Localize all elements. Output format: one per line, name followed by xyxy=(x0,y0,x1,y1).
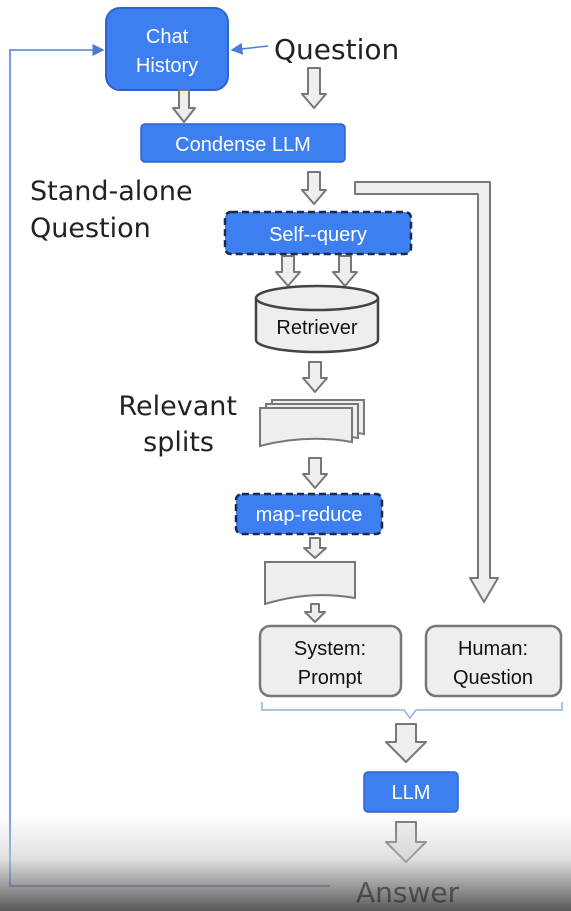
llm-node: LLM xyxy=(363,771,459,813)
standalone-question-line1: Stand-alone xyxy=(30,176,193,207)
condense-llm-label: Condense LLM xyxy=(175,134,311,156)
question-to-history-line xyxy=(230,42,269,55)
relevant-splits-line2: splits xyxy=(143,427,214,458)
retriever-cylinder-top xyxy=(254,284,380,312)
document-icon xyxy=(264,561,356,606)
arrow-history-to-condense xyxy=(172,89,196,123)
arrow-condense-to-selfquery xyxy=(301,171,327,205)
bypass-arrow-standalone-to-human xyxy=(354,181,499,603)
retriever-label: Retriever xyxy=(276,317,357,339)
retriever-cylinder-body xyxy=(254,298,380,354)
arrow-selfquery-to-retriever-left xyxy=(275,255,301,287)
arrow-retriever-to-splits xyxy=(302,361,328,393)
standalone-question-line2: Question xyxy=(30,213,151,244)
arrow-mapreduce-to-doc xyxy=(303,537,327,559)
human-question-node: Human: Question xyxy=(424,624,563,698)
arrow-question-to-condense xyxy=(301,67,327,109)
chat-history-line1: Chat xyxy=(146,26,189,48)
arrow-selfquery-to-retriever-right xyxy=(332,255,358,287)
system-prompt-node: System: Prompt xyxy=(258,624,403,698)
system-prompt-line1: System: xyxy=(294,638,366,660)
condense-llm-node: Condense LLM xyxy=(140,123,346,163)
answer-label: Answer xyxy=(356,876,460,909)
arrow-doc-to-system xyxy=(304,603,326,623)
map-reduce-label: map-reduce xyxy=(256,504,363,526)
document-stack-icon xyxy=(259,399,365,448)
question-label: Question xyxy=(274,33,399,66)
relevant-splits-line1: Relevant xyxy=(119,391,238,422)
system-prompt-line2: Prompt xyxy=(298,667,363,689)
retriever-node: Retriever xyxy=(254,284,380,354)
llm-label: LLM xyxy=(392,782,431,804)
self-query-label: Self--query xyxy=(269,224,367,246)
human-question-line2: Question xyxy=(453,667,533,689)
self-query-node: Self--query xyxy=(223,210,413,256)
arrow-llm-to-answer xyxy=(385,821,427,863)
map-reduce-node: map-reduce xyxy=(234,492,384,536)
chat-history-node: Chat History xyxy=(105,7,229,91)
arrow-bracket-to-llm xyxy=(385,723,427,763)
chat-history-line2: History xyxy=(136,55,198,77)
prompt-group-bracket xyxy=(261,702,563,720)
human-question-line1: Human: xyxy=(458,638,528,660)
arrow-splits-to-mapreduce xyxy=(302,457,328,489)
